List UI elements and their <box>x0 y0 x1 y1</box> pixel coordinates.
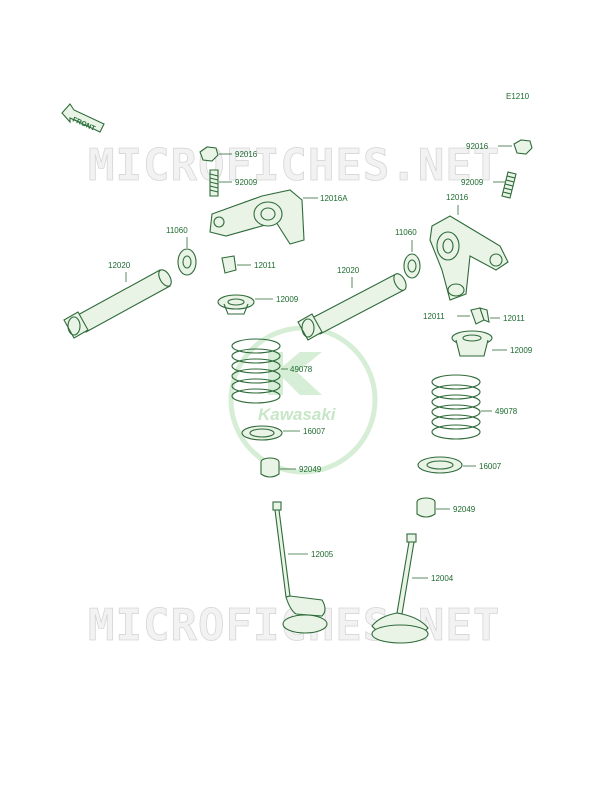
rocker-shaft-12020-left: 12020 <box>63 261 172 339</box>
label-92016-left: 92016 <box>235 150 258 159</box>
label-12020-right: 12020 <box>337 266 360 275</box>
front-arrow-icon: FRONT <box>61 103 105 133</box>
watermark-top: MICROFICHES.NET <box>88 140 500 192</box>
label-12016A: 12016A <box>320 194 348 203</box>
label-12009-left: 12009 <box>276 295 299 304</box>
label-12011-left: 12011 <box>254 261 276 270</box>
label-49078-left: 49078 <box>290 365 313 374</box>
nut-92016-right: 92016 <box>466 139 533 155</box>
retainer-12009-left: 12009 <box>217 294 299 315</box>
diagram-code: E1210 <box>506 92 530 101</box>
watermark-text-top: MICROFICHES.NET <box>88 140 500 191</box>
seat-16007-left: 16007 <box>241 425 326 441</box>
rocker-arm-12016: 12016 <box>429 193 509 301</box>
valve-12004: 12004 <box>371 533 454 644</box>
label-92049-right: 92049 <box>453 505 476 514</box>
label-12016: 12016 <box>446 193 469 202</box>
screw-92009-right: 92009 <box>461 171 517 199</box>
seal-92049-left: 92049 <box>260 457 322 478</box>
label-92009-left: 92009 <box>235 178 258 187</box>
valve-12005: 12005 <box>272 501 334 634</box>
rocker-arm-12016A: 12016A <box>209 189 348 245</box>
seal-92049-right: 92049 <box>416 497 476 518</box>
label-11060-left: 11060 <box>166 226 188 235</box>
spring-49078-right: 49078 <box>431 374 518 440</box>
washer-11060-right: 11060 <box>395 228 421 279</box>
label-12005: 12005 <box>311 550 334 559</box>
label-92009-right: 92009 <box>461 178 484 187</box>
collet-12011-left: 12011 <box>221 255 276 274</box>
kawasaki-logo-text: Kawasaki <box>258 405 337 424</box>
label-12004: 12004 <box>431 574 454 583</box>
screw-92009-left: 92009 <box>209 169 258 197</box>
seat-16007-right: 16007 <box>417 456 502 474</box>
label-12011-right-a: 12011 <box>423 312 445 321</box>
rocker-shaft-12020-right: 12020 <box>297 266 407 341</box>
label-12009-right: 12009 <box>510 346 533 355</box>
label-12011-right-b: 12011 <box>503 314 525 323</box>
collet-12011-right: 12011 12011 <box>423 307 525 325</box>
label-92016-right: 92016 <box>466 142 489 151</box>
washer-11060-left: 11060 <box>166 226 197 276</box>
retainer-12009-right: 12009 <box>451 330 533 357</box>
label-49078-right: 49078 <box>495 407 518 416</box>
label-92049-left: 92049 <box>299 465 322 474</box>
label-12020-left: 12020 <box>108 261 131 270</box>
label-11060-right: 11060 <box>395 228 417 237</box>
label-16007-right: 16007 <box>479 462 502 471</box>
nut-92016-left: 92016 <box>199 146 258 162</box>
spring-49078-left: 49078 <box>231 338 313 404</box>
label-16007-left: 16007 <box>303 427 326 436</box>
